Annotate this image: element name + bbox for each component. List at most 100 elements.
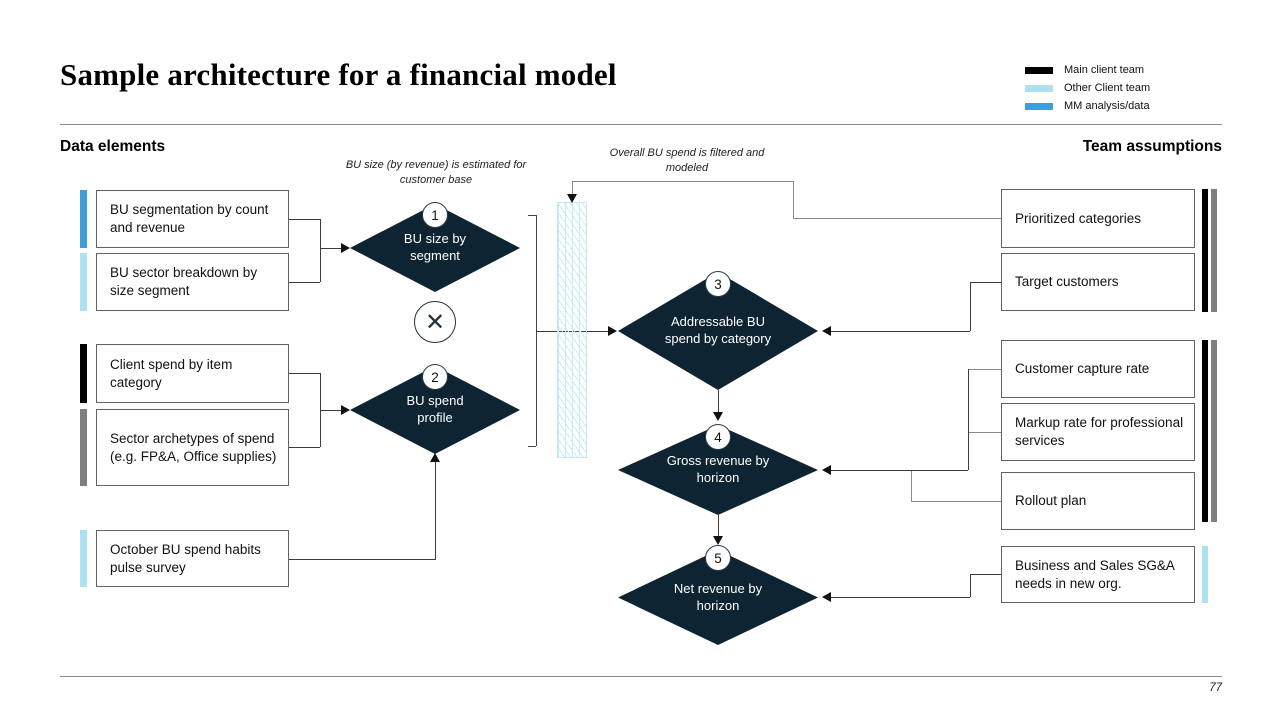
flow-line bbox=[718, 515, 719, 537]
right-section-header: Team assumptions bbox=[1082, 138, 1222, 155]
page-title: Sample architecture for a financial mode… bbox=[60, 57, 617, 92]
connector-line bbox=[289, 559, 436, 560]
arrowhead-right-icon bbox=[608, 326, 617, 336]
legend-item: Main client team bbox=[1025, 61, 1150, 79]
connector-line bbox=[793, 181, 794, 218]
data-box-bu-sector-breakdown: BU sector breakdown by size segment bbox=[96, 253, 289, 311]
connector-line bbox=[968, 432, 1001, 433]
flow-line bbox=[320, 410, 341, 411]
arrowhead-up-icon bbox=[430, 453, 440, 462]
data-bar-3 bbox=[80, 344, 87, 403]
bracket-line bbox=[536, 215, 537, 446]
legend-swatch-main-client bbox=[1025, 66, 1053, 74]
connector-line bbox=[289, 219, 320, 220]
arrowhead-left-icon bbox=[822, 465, 831, 475]
step-number-badge: 2 bbox=[422, 364, 448, 390]
header-divider bbox=[60, 124, 1222, 125]
arrowhead-right-icon bbox=[341, 405, 350, 415]
footer-divider bbox=[60, 676, 1222, 677]
connector-line bbox=[289, 282, 320, 283]
bracket-hook bbox=[528, 215, 536, 216]
data-bar-2 bbox=[80, 253, 87, 311]
connector-line bbox=[970, 282, 971, 331]
left-section-header: Data elements bbox=[60, 138, 166, 155]
page-number: 77 bbox=[1209, 682, 1222, 694]
assumption-box-label: Rollout plan bbox=[1015, 493, 1087, 509]
data-box-label: BU segmentation by count and revenue bbox=[110, 202, 269, 235]
connector-line bbox=[970, 574, 971, 597]
connector-line bbox=[572, 181, 573, 194]
legend-label: MM analysis/data bbox=[1064, 100, 1150, 112]
filter-hatch-visual bbox=[557, 202, 587, 458]
assumption-box-rollout-plan: Rollout plan bbox=[1001, 472, 1195, 530]
assumption-box-customer-capture-rate: Customer capture rate bbox=[1001, 340, 1195, 398]
legend-item: MM analysis/data bbox=[1025, 97, 1150, 115]
assumption-box-label: Customer capture rate bbox=[1015, 361, 1150, 377]
team-bar-gray bbox=[1211, 340, 1217, 522]
assumption-box-label: Markup rate for professional services bbox=[1015, 415, 1184, 448]
assumption-box-markup-rate: Markup rate for professional services bbox=[1001, 403, 1195, 461]
data-box-sector-archetypes: Sector archetypes of spend (e.g. FP&A, O… bbox=[96, 409, 289, 486]
data-box-client-spend: Client spend by item category bbox=[96, 344, 289, 403]
connector-line bbox=[911, 501, 1001, 502]
arrowhead-down-icon bbox=[567, 194, 577, 203]
data-bar-1 bbox=[80, 190, 87, 248]
data-bar-5 bbox=[80, 530, 87, 587]
data-box-label: Client spend by item category bbox=[110, 356, 233, 390]
legend-item: Other Client team bbox=[1025, 79, 1150, 97]
annotation-overall-spend: Overall BU spend is filtered and modeled bbox=[609, 147, 765, 174]
flow-line bbox=[831, 470, 968, 471]
team-bar-black bbox=[1202, 189, 1208, 312]
flow-line bbox=[718, 390, 719, 413]
legend-swatch-mm-analysis bbox=[1025, 102, 1053, 110]
connector-line bbox=[793, 218, 1001, 219]
flow-line bbox=[831, 331, 970, 332]
flow-line bbox=[320, 248, 341, 249]
team-bar-lightblue bbox=[1202, 546, 1208, 603]
bracket-hook bbox=[528, 446, 536, 447]
connector-line bbox=[320, 219, 321, 282]
data-bar-4 bbox=[80, 409, 87, 486]
assumption-box-target-customers: Target customers bbox=[1001, 253, 1195, 311]
assumption-box-label: Prioritized categories bbox=[1015, 210, 1142, 226]
assumption-box-label: Business and Sales SG&A needs in new org… bbox=[1015, 557, 1175, 591]
connector-line bbox=[289, 373, 320, 374]
step-number-badge: 3 bbox=[705, 271, 731, 297]
assumption-box-prioritized-categories: Prioritized categories bbox=[1001, 189, 1195, 248]
data-box-label: Sector archetypes of spend (e.g. FP&A, O… bbox=[110, 430, 277, 464]
connector-line bbox=[968, 369, 969, 470]
connector-line bbox=[968, 369, 1001, 370]
team-bar-black bbox=[1202, 340, 1208, 522]
multiply-icon: ✕ bbox=[414, 301, 456, 343]
step-number-badge: 4 bbox=[705, 424, 731, 450]
connector-line bbox=[435, 462, 436, 559]
arrowhead-down-icon bbox=[713, 536, 723, 545]
diamond-label: Addressable BU spend by category bbox=[664, 314, 772, 346]
flow-line bbox=[831, 597, 970, 598]
arrowhead-down-icon bbox=[713, 412, 723, 421]
data-box-bu-segmentation: BU segmentation by count and revenue bbox=[96, 190, 289, 248]
connector-line bbox=[572, 181, 793, 182]
legend-label: Main client team bbox=[1064, 64, 1145, 76]
diamond-label: BU size by segment bbox=[403, 231, 467, 263]
step-number-badge: 5 bbox=[705, 545, 731, 571]
diamond-label: BU spend profile bbox=[406, 393, 464, 425]
data-box-label: October BU spend habits pulse survey bbox=[110, 541, 261, 575]
connector-line bbox=[911, 470, 912, 501]
connector-line bbox=[970, 282, 1001, 283]
assumption-box-sga-needs: Business and Sales SG&A needs in new org… bbox=[1001, 546, 1195, 603]
diamond-label: Net revenue by horizon bbox=[673, 580, 763, 613]
step-number-badge: 1 bbox=[422, 202, 448, 228]
annotation-bu-size: BU size (by revenue) is estimated for cu… bbox=[345, 159, 527, 186]
connector-line bbox=[289, 447, 320, 448]
arrowhead-left-icon bbox=[822, 326, 831, 336]
team-bar-gray bbox=[1211, 189, 1217, 312]
data-box-october-survey: October BU spend habits pulse survey bbox=[96, 530, 289, 587]
arrowhead-left-icon bbox=[822, 592, 831, 602]
diamond-label: Gross revenue by horizon bbox=[666, 453, 770, 485]
legend: Main client team Other Client team MM an… bbox=[1025, 61, 1150, 115]
assumption-box-label: Target customers bbox=[1015, 274, 1119, 290]
connector-line bbox=[970, 574, 1001, 575]
legend-label: Other Client team bbox=[1064, 82, 1151, 94]
